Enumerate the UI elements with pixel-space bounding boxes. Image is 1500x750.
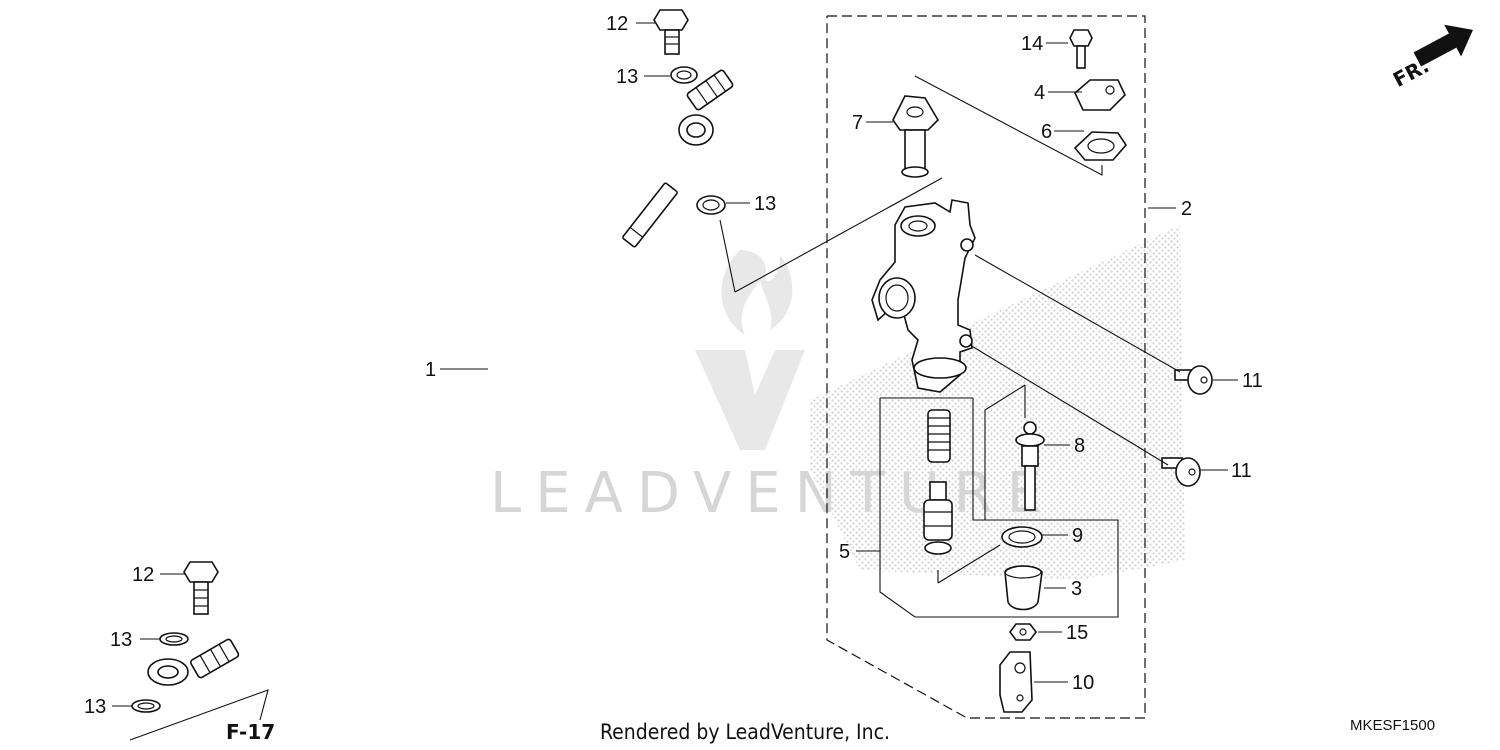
piston bbox=[923, 481, 953, 555]
callout-11-lower: 11 bbox=[1231, 460, 1252, 482]
sealing-washer-3 bbox=[159, 632, 189, 646]
callout-12-upper: 12 bbox=[606, 13, 628, 35]
flange-bolt-upper bbox=[1174, 365, 1213, 395]
callout-11-upper: 11 bbox=[1242, 370, 1263, 392]
circlip bbox=[1001, 526, 1043, 548]
sealing-washer-1 bbox=[670, 66, 698, 84]
oil-bolt-lower bbox=[183, 561, 219, 615]
diaphragm-plate bbox=[1073, 131, 1128, 161]
callout-13-lower-b: 13 bbox=[84, 696, 106, 718]
sealing-washer-2 bbox=[696, 195, 726, 215]
watermark-text: LEADVENTURE bbox=[490, 461, 1056, 526]
callout-3: 3 bbox=[1071, 578, 1082, 600]
callout-15: 15 bbox=[1066, 622, 1088, 644]
callout-4: 4 bbox=[1034, 82, 1045, 104]
rubber-boot bbox=[1004, 565, 1043, 611]
rendered-by-credit: Rendered by LeadVenture, Inc. bbox=[600, 720, 890, 744]
callout-13-mid: 13 bbox=[754, 193, 776, 215]
push-rod-joint bbox=[999, 651, 1033, 713]
callout-6: 6 bbox=[1041, 121, 1052, 143]
diagram-code: MKESF1500 bbox=[1350, 717, 1435, 734]
ref-pointer bbox=[129, 689, 269, 741]
callout-7: 7 bbox=[852, 112, 863, 134]
callout-2: 2 bbox=[1181, 198, 1192, 220]
push-rod bbox=[1015, 421, 1045, 511]
callout-14: 14 bbox=[1021, 33, 1043, 55]
sealing-washer-4 bbox=[131, 699, 161, 713]
callout-13-lower-a: 13 bbox=[110, 629, 132, 651]
piston-spring bbox=[927, 409, 951, 463]
brake-hose bbox=[147, 49, 770, 686]
flange-bolt-lower bbox=[1161, 457, 1201, 487]
callout-12-lower: 12 bbox=[132, 564, 154, 586]
callout-13-upper: 13 bbox=[616, 66, 638, 88]
joint-nut bbox=[1009, 623, 1037, 641]
figure-reference[interactable]: F-17 bbox=[226, 720, 275, 744]
screw-14 bbox=[1069, 29, 1093, 69]
assembly-boundary bbox=[826, 15, 1146, 719]
front-direction-arrow bbox=[1413, 24, 1473, 67]
callout-5: 5 bbox=[839, 541, 850, 563]
callout-1: 1 bbox=[425, 359, 436, 381]
callout-8: 8 bbox=[1074, 435, 1085, 457]
master-cylinder-body bbox=[871, 199, 976, 393]
watermark-logo bbox=[695, 250, 805, 450]
callout-10: 10 bbox=[1072, 672, 1094, 694]
oil-bolt-upper bbox=[653, 9, 689, 55]
reservoir-cap bbox=[1074, 79, 1126, 111]
joint-fitting bbox=[892, 95, 940, 178]
callout-9: 9 bbox=[1072, 525, 1083, 547]
